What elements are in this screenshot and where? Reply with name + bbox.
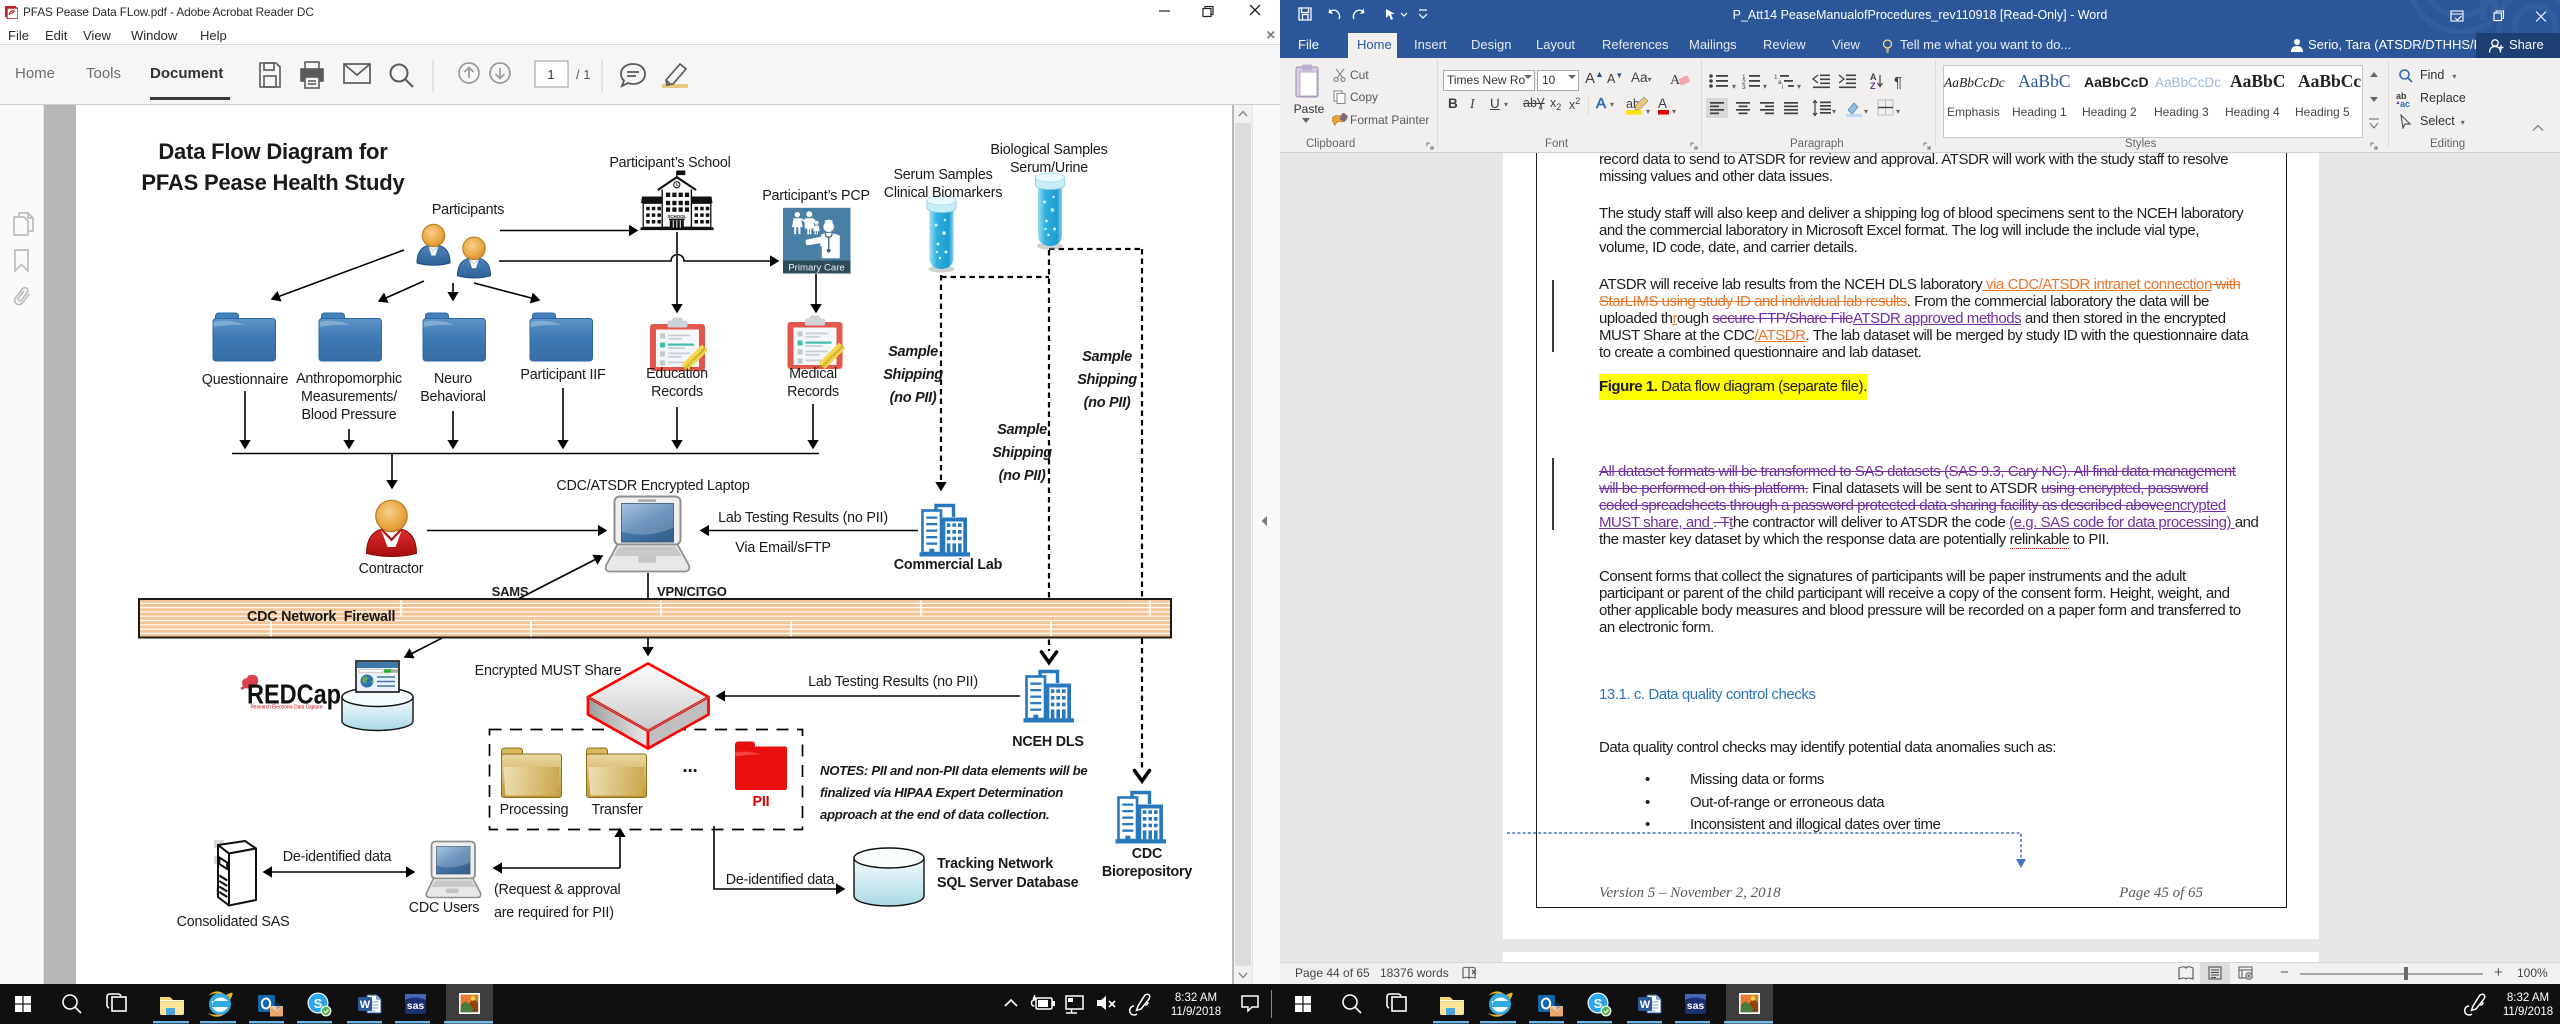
svg-text:i: i bbox=[1782, 84, 1783, 90]
svg-text:a: a bbox=[1778, 79, 1782, 86]
svg-text:11/9/2018: 11/9/2018 bbox=[1171, 1006, 1221, 1018]
svg-text:▾: ▾ bbox=[1896, 107, 1900, 116]
svg-text:11/9/2018: 11/9/2018 bbox=[2503, 1006, 2553, 1018]
svg-text:1: 1 bbox=[547, 67, 554, 82]
svg-text:Z: Z bbox=[1870, 81, 1876, 90]
svg-text:REDCap: REDCap bbox=[247, 679, 341, 710]
svg-text:SCHOOL: SCHOOL bbox=[667, 214, 686, 219]
svg-text:1: 1 bbox=[1774, 74, 1778, 81]
svg-text:ac: ac bbox=[2400, 99, 2410, 108]
svg-text:ab: ab bbox=[2396, 91, 2407, 101]
svg-text:▾: ▾ bbox=[1646, 107, 1650, 116]
svg-text:▾: ▾ bbox=[1832, 107, 1836, 116]
svg-text:3: 3 bbox=[1742, 84, 1746, 90]
svg-text:A: A bbox=[1670, 73, 1681, 88]
svg-text:A: A bbox=[1658, 96, 1667, 111]
svg-text:Primary Care: Primary Care bbox=[788, 262, 845, 273]
svg-text:2: 2 bbox=[1742, 79, 1746, 86]
svg-text:8:32 AM: 8:32 AM bbox=[1175, 992, 1217, 1004]
svg-text:▾: ▾ bbox=[1672, 107, 1676, 116]
svg-text:8:32 AM: 8:32 AM bbox=[2507, 992, 2549, 1004]
svg-text:▾: ▾ bbox=[1864, 107, 1868, 116]
svg-text:A: A bbox=[1870, 72, 1877, 82]
svg-text:1: 1 bbox=[1742, 74, 1746, 81]
svg-text:Research Electronic Data Captu: Research Electronic Data Capture bbox=[251, 704, 323, 710]
svg-text:▾: ▾ bbox=[1763, 82, 1767, 90]
svg-text:▾: ▾ bbox=[1797, 82, 1801, 90]
svg-text:▾: ▾ bbox=[1732, 82, 1736, 90]
svg-text:¶: ¶ bbox=[1894, 74, 1902, 90]
svg-text:/ 1: / 1 bbox=[576, 67, 590, 82]
